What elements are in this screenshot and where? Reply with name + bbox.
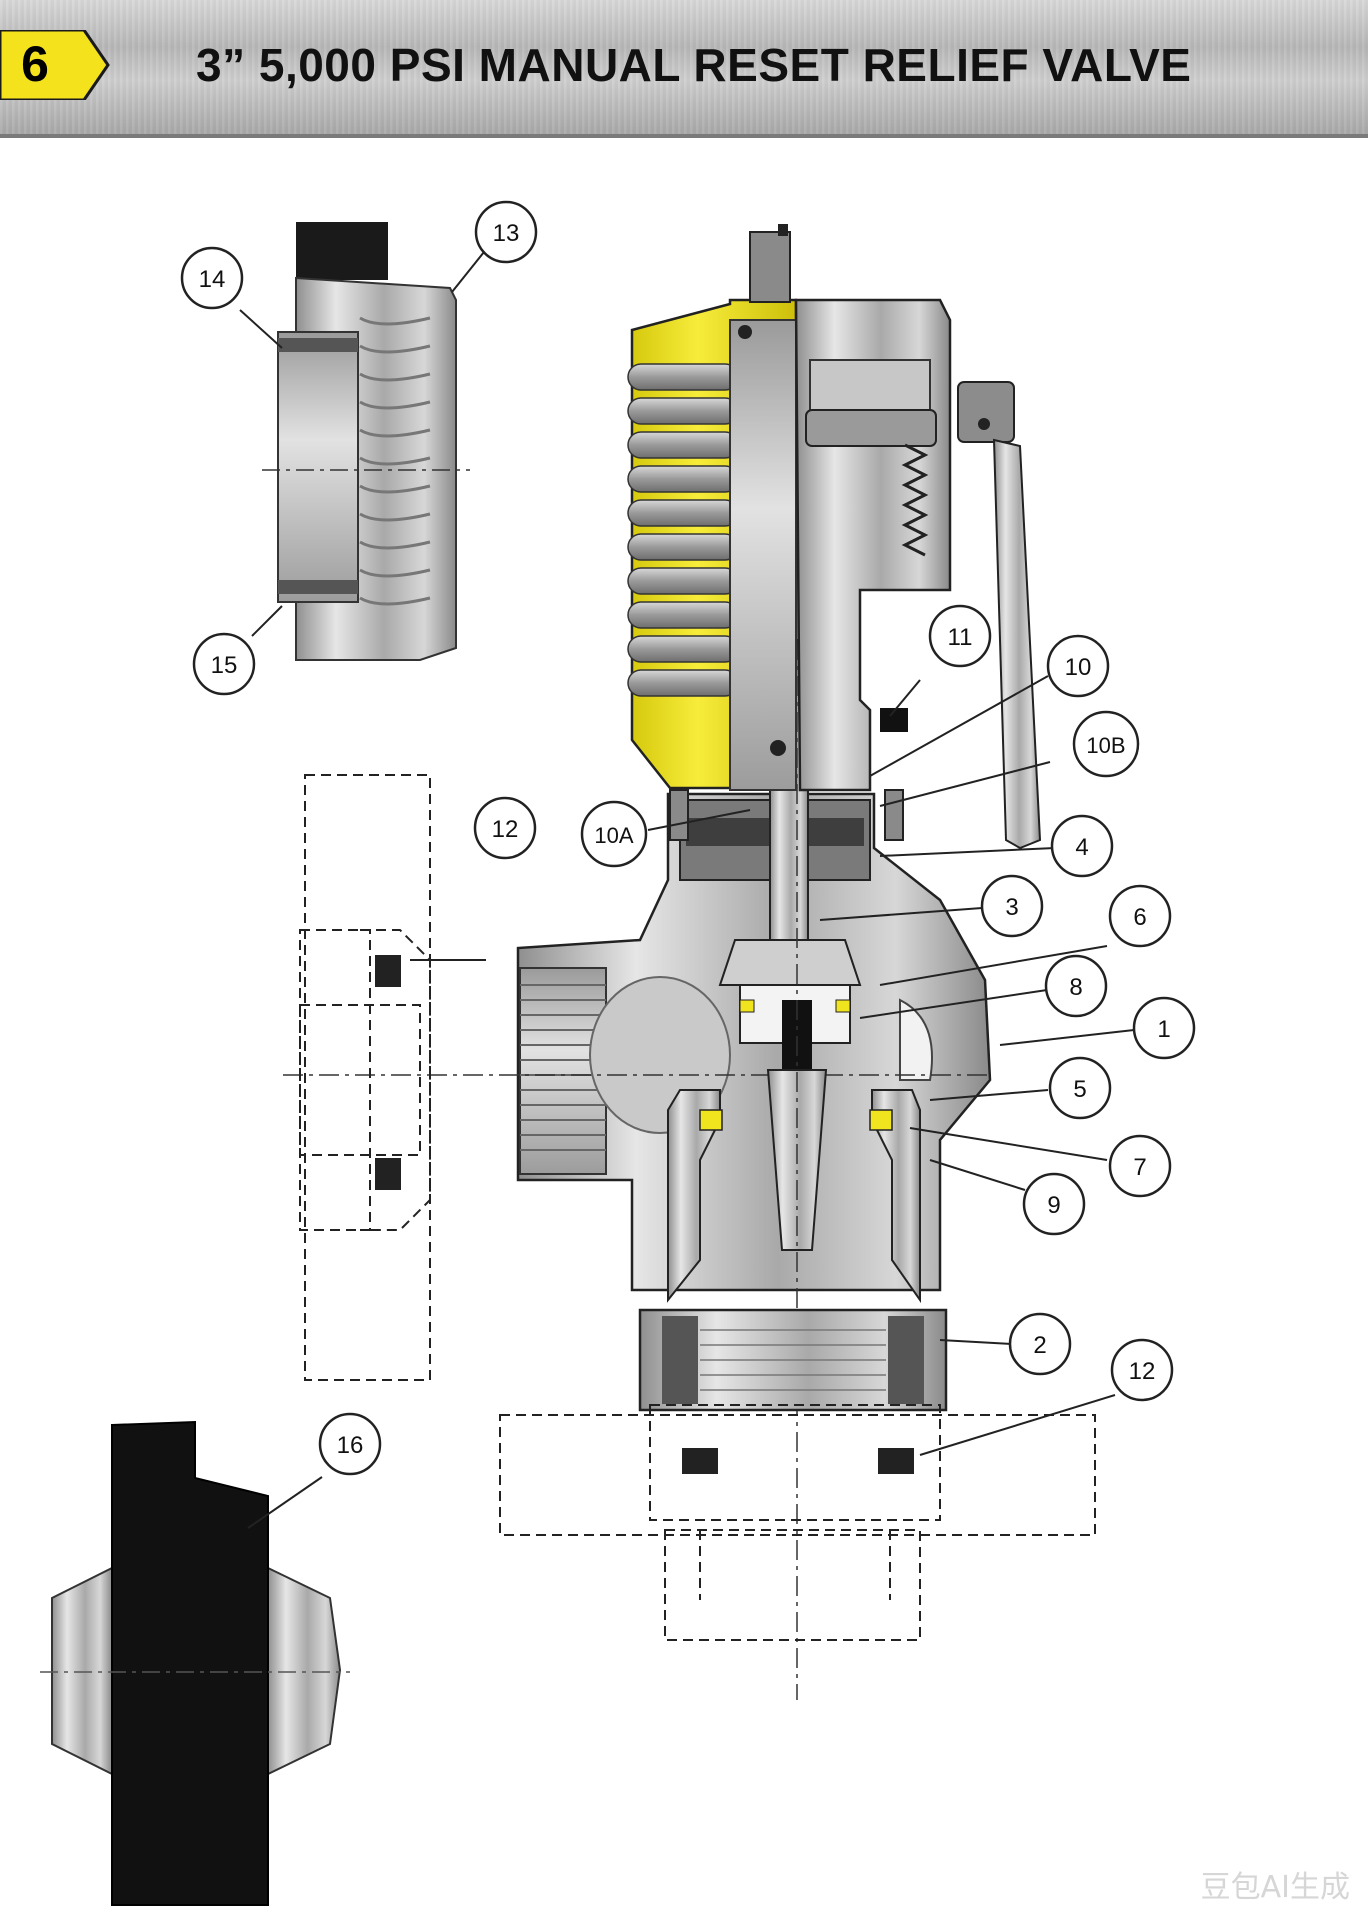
- spring-housing: [627, 298, 798, 791]
- watermark: 豆包AI生成: [1200, 1870, 1350, 1905]
- seat-right: [871, 1089, 921, 1304]
- reset-mechanism: [669, 224, 952, 841]
- section-number: 6: [21, 36, 49, 92]
- sub-left-shoulder: [51, 1566, 113, 1776]
- svg-text:9: 9: [1047, 1192, 1060, 1219]
- callout-5: 5: [1048, 1056, 1112, 1120]
- callout-10: 10: [1046, 634, 1110, 698]
- inlet-wall-right: [888, 1316, 924, 1404]
- top-cap-tip: [778, 224, 788, 236]
- latch-pin: [805, 409, 937, 447]
- hammer-union-detail: [262, 222, 470, 661]
- outlet-cavity: [899, 998, 933, 1081]
- top-cap: [749, 231, 791, 303]
- svg-text:4: 4: [1075, 834, 1088, 861]
- union-ring-top: [278, 338, 358, 352]
- page-header: 6 3” 5,000 PSI MANUAL RESET RELIEF VALVE: [0, 0, 1368, 138]
- reset-lever[interactable]: [957, 381, 1042, 850]
- lever-hub[interactable]: [957, 381, 1015, 443]
- callout-3: 3: [980, 874, 1044, 938]
- callout-15: 15: [192, 632, 256, 696]
- svg-text:15: 15: [211, 652, 238, 679]
- svg-text:7: 7: [1133, 1154, 1146, 1181]
- lever-pivot: [978, 418, 990, 430]
- svg-text:2: 2: [1033, 1332, 1046, 1359]
- svg-text:11: 11: [948, 624, 973, 651]
- sub-detail: [40, 1420, 350, 1906]
- union-sub: [277, 331, 359, 603]
- leader-lines: [239, 251, 1135, 1529]
- sub-right-shoulder: [267, 1566, 342, 1776]
- callout-8: 8: [1044, 954, 1108, 1018]
- svg-text:1: 1: [1157, 1016, 1170, 1043]
- lever-arm[interactable]: [992, 438, 1042, 850]
- seal-8-left: [739, 999, 755, 1013]
- svg-text:16: 16: [337, 1432, 364, 1459]
- svg-text:13: 13: [493, 220, 520, 247]
- seal-7-left: [699, 1109, 723, 1131]
- piston-top: [718, 939, 862, 986]
- svg-text:10B: 10B: [1086, 733, 1125, 758]
- svg-text:6: 6: [1133, 904, 1146, 931]
- inlet-bore-threads: [700, 1329, 886, 1391]
- svg-text:5: 5: [1073, 1076, 1086, 1103]
- callout-6: 6: [1108, 884, 1172, 948]
- page-title: 3” 5,000 PSI MANUAL RESET RELIEF VALVE: [196, 39, 1192, 91]
- inlet-wall-left: [662, 1316, 698, 1404]
- sub-black-body: [111, 1420, 269, 1906]
- callout-10b: 10B: [1072, 710, 1140, 778]
- housing-bolt-bottom: [770, 740, 786, 756]
- latch-spring: [901, 443, 929, 557]
- seal-8-right: [835, 999, 851, 1013]
- callout-12-upper: 12: [473, 796, 537, 860]
- callout-1: 1: [1132, 996, 1196, 1060]
- inlet-connection: [638, 1308, 948, 1412]
- callout-9: 9: [1022, 1172, 1086, 1236]
- stud-right: [884, 789, 904, 841]
- callout-2: 2: [1008, 1312, 1072, 1376]
- seal-7-right: [869, 1109, 893, 1131]
- coil-spring: [627, 363, 739, 697]
- section-badge: [0, 30, 110, 100]
- union-threads: [359, 316, 431, 606]
- svg-text:3: 3: [1005, 894, 1018, 921]
- callout-4: 4: [1050, 814, 1114, 878]
- callout-13: 13: [474, 200, 538, 264]
- stud-left: [669, 789, 689, 841]
- seat-assembly: [667, 1089, 921, 1304]
- callouts: 14 13 15 11 10 10B 12 10A: [180, 200, 1196, 1476]
- svg-text:14: 14: [199, 266, 226, 293]
- callout-16: 16: [318, 1412, 382, 1476]
- svg-text:8: 8: [1069, 974, 1082, 1001]
- seat-left: [667, 1089, 721, 1303]
- callout-7: 7: [1108, 1134, 1172, 1198]
- phantom-connections: [299, 774, 1096, 1641]
- svg-text:12: 12: [492, 816, 519, 843]
- spring-guide: [729, 319, 797, 791]
- phantom-seals: [375, 955, 914, 1474]
- callout-10a: 10A: [580, 800, 648, 868]
- valve-body: [283, 792, 992, 1292]
- callout-11: 11: [928, 604, 992, 668]
- header-texture: [0, 0, 1368, 134]
- union-lug: [296, 222, 388, 280]
- svg-text:12: 12: [1129, 1358, 1156, 1385]
- svg-text:10: 10: [1065, 654, 1092, 681]
- callout-14: 14: [180, 246, 244, 310]
- callout-12-lower: 12: [1110, 1338, 1174, 1402]
- housing-bolt-top: [738, 325, 752, 339]
- union-ring-bottom: [278, 580, 358, 594]
- svg-text:10A: 10A: [594, 823, 633, 848]
